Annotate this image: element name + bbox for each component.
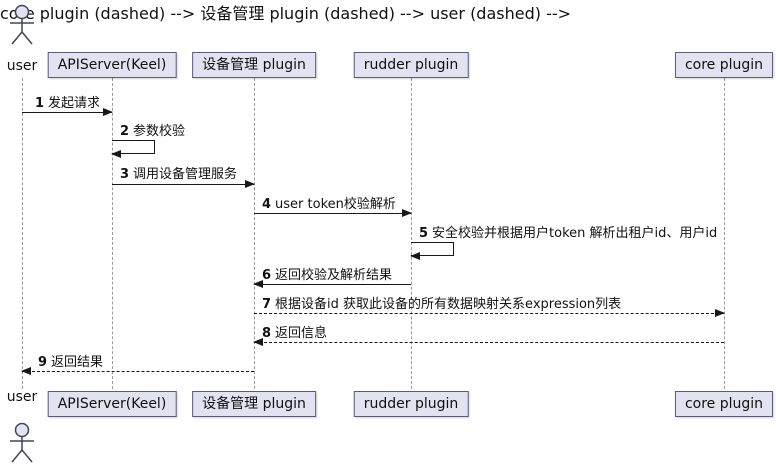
arrow-right-icon: [245, 180, 255, 188]
message-6-num: 6: [262, 268, 272, 283]
participant-bottom-rudder-plugin: rudder plugin: [353, 391, 469, 417]
arrow-left-icon: [410, 252, 420, 260]
arrow-left-icon: [111, 150, 121, 158]
message-7-num: 7: [262, 297, 272, 312]
participant-top-device-mgmt-plugin: 设备管理 plugin: [192, 52, 316, 78]
message-2-self-arrow: [111, 140, 155, 158]
arrow-left-icon: [21, 367, 31, 375]
user-actor-icon: [8, 4, 36, 50]
arrow-left-icon: [253, 280, 263, 288]
message-9-num: 9: [38, 355, 48, 370]
message-5-num: 5: [419, 226, 429, 241]
lifeline-apiserver: [112, 78, 113, 389]
arrow-right-icon: [103, 108, 113, 116]
message-8-num: 8: [262, 326, 272, 341]
message-4-text: user token校验解析: [275, 197, 396, 212]
message-4-num: 4: [262, 197, 272, 212]
lifeline-core-plugin: [724, 78, 725, 389]
actor-label-user-top: user: [6, 58, 38, 74]
participant-top-rudder-plugin: rudder plugin: [353, 52, 469, 78]
message-9-text: 返回结果: [51, 355, 104, 370]
message-2-text: 参数校验: [133, 124, 186, 139]
arrow-left-icon: [253, 338, 263, 346]
arrow-right-icon: [402, 209, 412, 217]
actor-label-user-bottom: user: [6, 389, 38, 405]
participant-bottom-apiserver: APIServer(Keel): [47, 391, 177, 417]
participant-top-apiserver: APIServer(Keel): [47, 52, 177, 78]
message-3-text: 调用设备管理服务: [133, 167, 238, 182]
participant-top-core-plugin: core plugin: [674, 52, 774, 78]
lifeline-device-mgmt-plugin: [254, 78, 255, 389]
lifeline-rudder-plugin: [411, 78, 412, 389]
message-3-num: 3: [120, 167, 130, 182]
message-1-text: 发起请求: [48, 96, 101, 111]
message-2-num: 2: [120, 124, 130, 139]
lifeline-user: [22, 78, 23, 389]
participant-bottom-core-plugin: core plugin: [674, 391, 774, 417]
message-7-text: 根据设备id 获取此设备的所有数据映射关系expression列表: [275, 297, 622, 312]
message-5-self-arrow: [410, 242, 454, 260]
arrow-right-icon: [715, 309, 725, 317]
message-1-num: 1: [35, 96, 45, 111]
message-8-text: 返回信息: [275, 326, 328, 341]
participant-bottom-device-mgmt-plugin: 设备管理 plugin: [192, 391, 316, 417]
message-5-text: 安全校验并根据用户token 解析出租户id、用户id: [432, 226, 718, 241]
message-6-text: 返回校验及解析结果: [275, 268, 393, 283]
user-actor-icon: [8, 422, 36, 468]
